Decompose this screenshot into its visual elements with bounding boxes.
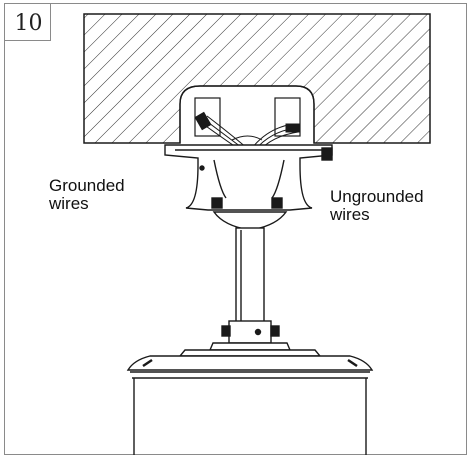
canopy	[164, 144, 333, 211]
coupling	[221, 320, 280, 344]
wires	[194, 111, 301, 153]
motor-housing	[126, 342, 374, 455]
step-number-box: 10	[4, 3, 51, 41]
ungrounded-wires-label-line2: wires	[330, 205, 370, 224]
step-number: 10	[14, 10, 43, 36]
grounded-wires-label-line1: Grounded	[49, 176, 125, 195]
grounded-wires-label-line2: wires	[49, 194, 89, 213]
downrod	[235, 227, 265, 324]
ceiling	[83, 13, 431, 144]
ungrounded-wires-label-line1: Ungrounded	[330, 187, 424, 206]
